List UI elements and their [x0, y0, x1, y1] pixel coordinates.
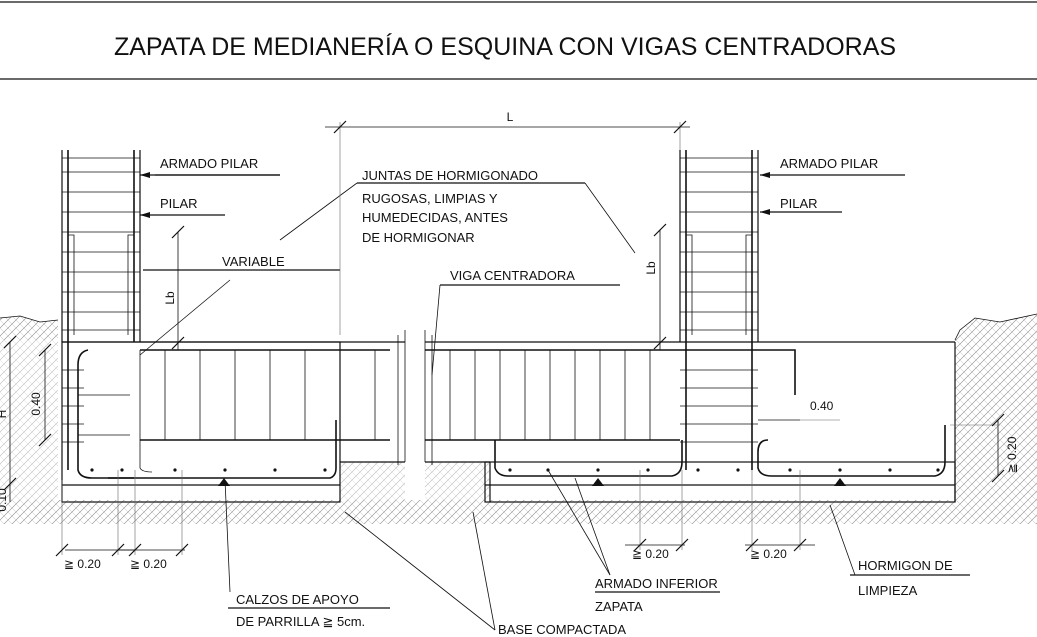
- dim-H: H: [0, 410, 9, 419]
- dim-020-c: ≧ 0.20: [632, 547, 669, 561]
- right-reinforcement: [425, 349, 946, 486]
- label-armado-pilar-right: ARMADO PILAR: [780, 156, 878, 171]
- label-hormigon-line1: HORMIGON DE: [858, 558, 953, 573]
- label-juntas-line2: RUGOSAS, LIMPIAS Y: [362, 191, 498, 206]
- dim-L: L: [507, 110, 514, 124]
- dim-020-d: ≧ 0.20: [750, 547, 787, 561]
- label-juntas-line1: JUNTAS DE HORMIGONADO: [362, 168, 538, 183]
- dim-lb-left: Lb: [163, 291, 177, 305]
- right-footing: [424, 330, 956, 503]
- left-reinforcement: [77, 349, 390, 486]
- dim-lb-right: Lb: [644, 261, 658, 275]
- label-variable: VARIABLE: [222, 254, 285, 269]
- label-armado-pilar-left: ARMADO PILAR: [160, 156, 258, 171]
- page-title: ZAPATA DE MEDIANERÍA O ESQUINA CON VIGAS…: [114, 32, 896, 61]
- label-zapata: ZAPATA: [595, 599, 643, 614]
- label-juntas-line3: HUMEDECIDAS, ANTES: [362, 210, 508, 225]
- label-pilar-right: PILAR: [780, 196, 818, 211]
- label-juntas-line4: DE HORMIGONAR: [362, 230, 475, 245]
- right-column: [679, 150, 759, 470]
- leaders: [139, 172, 970, 631]
- dim-040-left: 0.40: [29, 392, 43, 416]
- label-base-compactada: BASE COMPACTADA: [498, 622, 626, 637]
- dim-020-side: ≧ 0.20: [1005, 436, 1019, 473]
- dimension-lines: [3, 120, 1005, 557]
- dim-010: 0.10: [0, 488, 9, 512]
- label-hormigon-line2: LIMPIEZA: [858, 583, 918, 598]
- label-armado-inferior: ARMADO INFERIOR: [595, 576, 718, 591]
- label-viga-centradora: VIGA CENTRADORA: [450, 268, 575, 283]
- label-calzos-line1: CALZOS DE APOYO: [236, 592, 359, 607]
- label-calzos-line2: DE PARRILLA ≧ 5cm.: [236, 614, 365, 629]
- label-pilar-left: PILAR: [160, 196, 198, 211]
- left-column: [61, 150, 141, 470]
- ground-hatching: [0, 313, 1037, 524]
- dim-020-b: ≧ 0.20: [130, 557, 167, 571]
- dim-040-right: 0.40: [810, 399, 834, 413]
- dim-020-a: ≧ 0.20: [64, 557, 101, 571]
